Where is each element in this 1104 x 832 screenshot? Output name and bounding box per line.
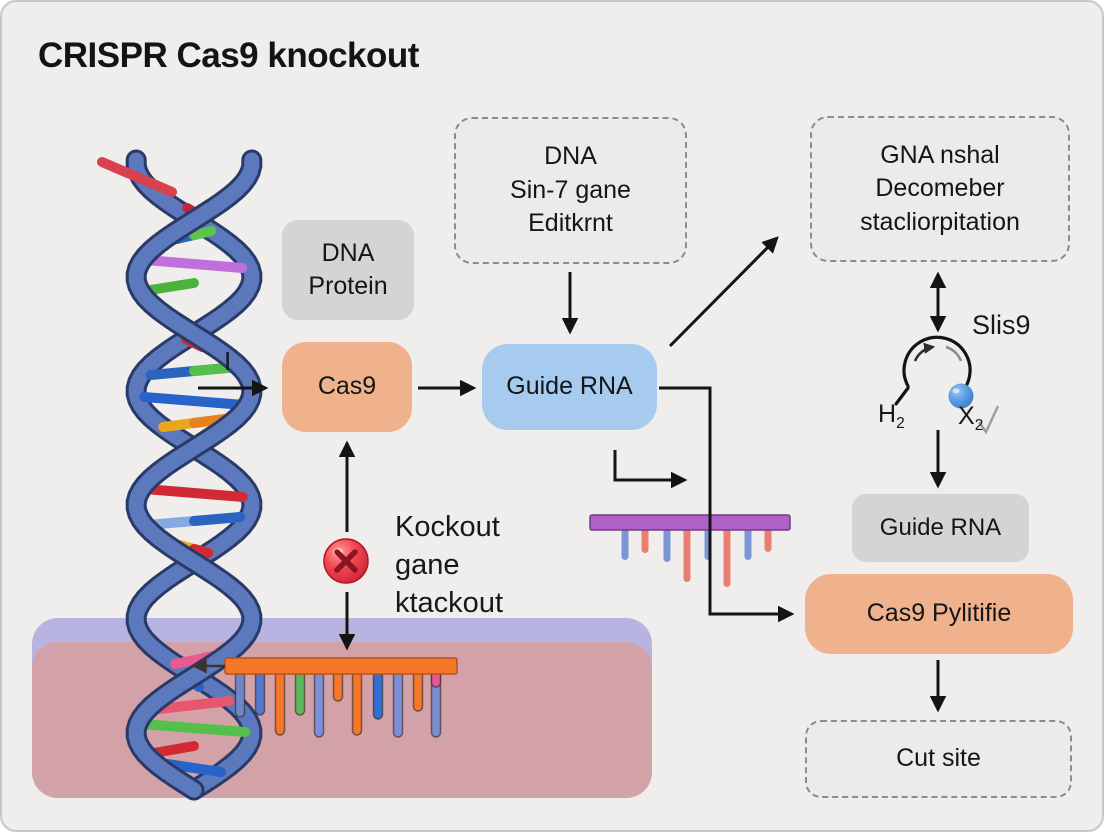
transcription-line3: stacliorpitation [860, 207, 1020, 236]
guide-rna-right-box: Guide RNA [852, 494, 1029, 562]
purple-rna-strand [589, 514, 791, 587]
arrow-to-rna-strand [613, 450, 688, 489]
h2-main: H [878, 400, 897, 428]
slis9-cycle-icon [894, 335, 1000, 435]
guide-rna-box: Guide RNA [482, 344, 657, 430]
transcription-box: GNA nshal Decomeber stacliorpitation [810, 116, 1070, 262]
cas9-pylitifie-label: Cas9 Pylitifie [866, 599, 1012, 628]
cell-membrane-band [32, 618, 652, 798]
input-arrow-label: I [224, 346, 232, 376]
knockout-note-line2: gane [395, 549, 460, 581]
transcription-line2: Decomeber [875, 174, 1005, 203]
orange-dna-strand [224, 657, 458, 738]
page-title: CRISPR Cas9 knockout [38, 36, 419, 75]
arrow-to-transcription [668, 236, 779, 348]
knockout-x-icon [323, 538, 369, 584]
cas9-pylitifie-box: Cas9 Pylitifie [805, 574, 1073, 654]
knockout-note: Kockout gane ktackout [395, 508, 503, 622]
helix-top-rung [97, 157, 177, 197]
dna-editing-line1: DNA [544, 142, 597, 171]
dna-protein-line2: Protein [308, 272, 388, 300]
guide-rna-label: Guide RNA [506, 372, 633, 401]
cut-site-box: Cut site [805, 720, 1072, 798]
knockout-note-line3: ktackout [395, 587, 503, 619]
dna-editing-box: DNA Sin-7 gane Editkrnt [454, 117, 687, 264]
dna-editing-line2: Sin-7 gane [510, 175, 631, 204]
dna-editing-line3: Editkrnt [528, 209, 613, 238]
dna-protein-box: DNA Protein [282, 220, 414, 320]
guide-rna-right-label: Guide RNA [879, 513, 1002, 541]
knockout-note-line1: Kockout [395, 511, 500, 543]
cas9-box: Cas9 [282, 342, 412, 432]
flow-arrows [191, 236, 947, 713]
transcription-line1: GNA nshal [880, 140, 1000, 169]
dna-protein-line1: DNA [321, 238, 375, 267]
x2-main: X [958, 402, 975, 430]
x2-sub: 2 [974, 417, 984, 434]
cut-site-label: Cut site [896, 744, 981, 773]
cas9-label: Cas9 [317, 372, 377, 401]
slis9-label: Slis9 [972, 310, 1031, 340]
check-mark-icon [977, 405, 1000, 435]
h2-sub: 2 [896, 415, 905, 432]
arrow-guide-rna-to-cas9-pylitifie [659, 386, 795, 623]
x2-label: X2 [958, 402, 983, 435]
h2-label: H2 [878, 400, 905, 433]
